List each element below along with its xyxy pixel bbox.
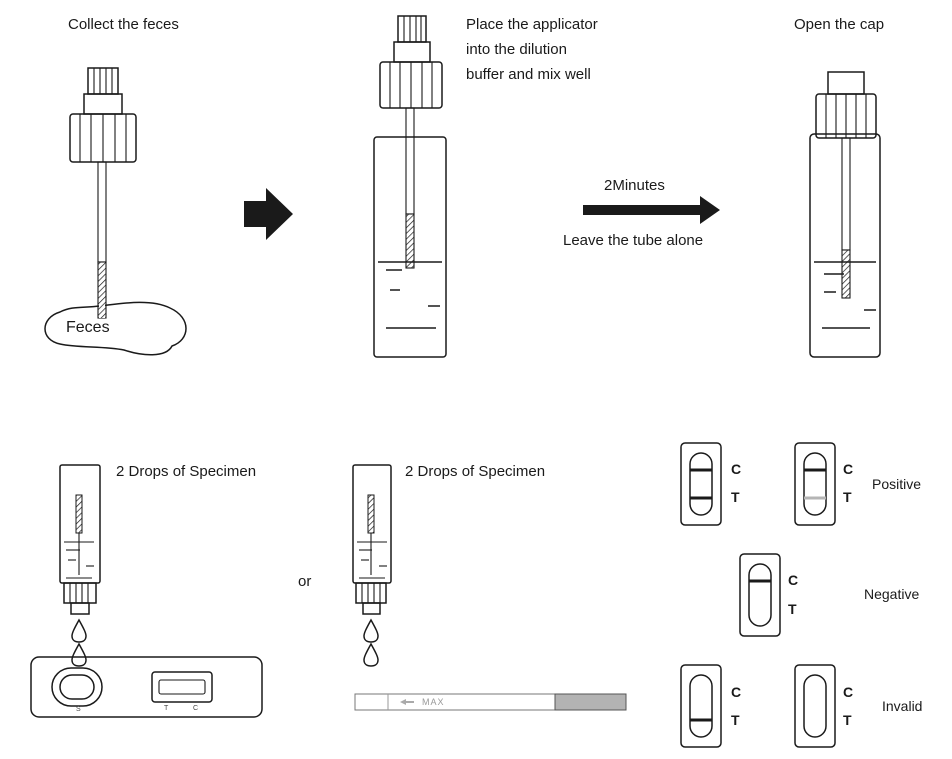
pos2-t-mark: T (843, 489, 852, 505)
drops-label-1: 2 Drops of Specimen (116, 463, 257, 480)
right-arrow-1 (244, 188, 293, 240)
pos1-t-mark: T (731, 489, 740, 505)
cassette-s-mark: S (76, 706, 81, 713)
pos2-c-mark: C (843, 461, 854, 477)
result-positive-2 (794, 442, 836, 526)
dropper-2 (352, 464, 392, 667)
drops-label-2: 2 Drops of Specimen (405, 463, 546, 480)
inv1-t-mark: T (731, 712, 740, 728)
invalid-label: Invalid (882, 698, 923, 714)
result-invalid-1 (680, 664, 722, 748)
open-cap-label: Open the cap (794, 16, 885, 33)
test-strip (354, 693, 627, 711)
dropper-1 (59, 464, 101, 667)
tube-step3 (809, 71, 881, 358)
pos1-c-mark: C (731, 461, 742, 477)
test-cassette (30, 656, 263, 718)
neg-t-mark: T (788, 601, 797, 617)
positive-label: Positive (872, 476, 922, 492)
feces-label: Feces (66, 319, 110, 336)
wait-time-label: 2Minutes (604, 177, 665, 194)
inv2-t-mark: T (843, 712, 852, 728)
cassette-t-mark: T (164, 705, 169, 712)
leave-tube-label: Leave the tube alone (563, 232, 704, 249)
place-label-line3: buffer and mix well (466, 66, 591, 83)
inv2-c-mark: C (843, 684, 854, 700)
place-label-line1: Place the applicator (466, 16, 598, 33)
collect-label: Collect the feces (68, 16, 179, 33)
max-label: MAX (422, 697, 445, 707)
place-label-line2: into the dilution (466, 41, 567, 58)
negative-label: Negative (864, 586, 920, 602)
result-invalid-2 (794, 664, 836, 748)
inv1-c-mark: C (731, 684, 742, 700)
applicator-step1 (69, 67, 137, 319)
tube-step2 (373, 15, 447, 358)
result-negative (739, 553, 781, 637)
neg-c-mark: C (788, 572, 799, 588)
or-label: or (298, 573, 312, 590)
result-positive-1 (680, 442, 722, 526)
right-arrow-2 (583, 196, 720, 224)
cassette-c-mark: C (193, 705, 199, 712)
